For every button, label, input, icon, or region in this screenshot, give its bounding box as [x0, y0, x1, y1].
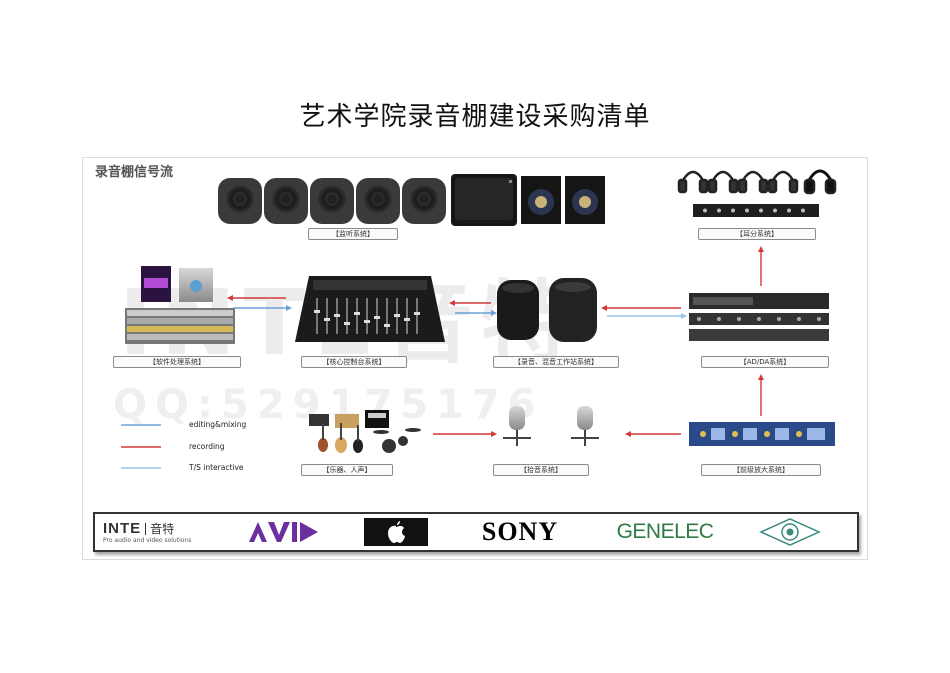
headphone-icon: [677, 170, 709, 194]
subwoofer-icon: [451, 174, 517, 226]
inte-logo-tagline: Pro audio and video solutions: [103, 537, 192, 544]
genelec-logo: GENELEC: [607, 514, 723, 550]
guitar-amp-icon: [309, 414, 329, 426]
equipment-illustrations: [121, 169, 837, 469]
mac-pro-icon: [497, 280, 539, 340]
caption-adda: 【AD/DA系统】: [701, 356, 829, 368]
diagram-title: 录音棚信号流: [95, 165, 174, 180]
genelec-logo-text: GENELEC: [616, 520, 714, 543]
guitar-icon: [318, 424, 328, 452]
sony-logo-text: SONY: [481, 517, 559, 546]
inte-logo-name: INTE: [103, 520, 142, 537]
brand-logo-bar: INTE 音特 Pro audio and video solutions SO…: [93, 512, 859, 552]
software-system-group: [125, 266, 235, 344]
microphones-group: [503, 406, 599, 446]
universal-audio-logo: [755, 514, 825, 550]
caption-console: 【核心控制台系统】: [301, 356, 407, 368]
speaker-icon: [310, 178, 354, 224]
headphones-group: [677, 169, 837, 195]
legend-lines: [121, 424, 161, 469]
software-box-icon: [179, 268, 213, 302]
guitar-icon: [353, 425, 363, 453]
speaker-icon: [402, 178, 446, 224]
caption-instruments: 【乐器、人声】: [301, 464, 393, 476]
guitar-amp-icon: [365, 410, 389, 428]
microphone-icon: [503, 406, 531, 446]
guitar-icon: [335, 423, 347, 453]
nearfield-monitor-icon: [521, 176, 561, 224]
software-box-icon: [141, 266, 171, 302]
instruments-group: [309, 410, 421, 453]
control-console-icon: [295, 276, 445, 342]
page-title: 艺术学院录音棚建设采购清单: [299, 102, 651, 132]
inte-logo-cn: 音特: [150, 522, 175, 536]
headphone-icon: [737, 170, 769, 194]
guitar-amp-icon: [335, 414, 359, 428]
caption-monitor: 【监听系统】: [308, 228, 398, 240]
headphone-icon: [767, 170, 799, 194]
mac-pro-icon: [549, 278, 597, 342]
avid-logo: [247, 514, 321, 550]
speaker-icon: [218, 178, 262, 224]
flow-arrows: [227, 246, 764, 437]
microphone-icon: [571, 406, 599, 446]
legend-label-editing: editing&mixing: [189, 420, 247, 429]
inte-logo: INTE 音特 Pro audio and video solutions: [103, 514, 233, 550]
drum-kit-icon: [373, 428, 421, 453]
adda-interface-icon: [689, 293, 829, 341]
headphone-icon: [707, 170, 739, 194]
outboard-rack-icon: [125, 308, 235, 344]
sony-logo: SONY: [465, 514, 575, 550]
caption-headphone: 【耳分系统】: [698, 228, 816, 240]
headphone-amp-icon: [693, 204, 819, 217]
caption-mics: 【拾音系统】: [493, 464, 589, 476]
legend-label-ts: T/S interactive: [189, 463, 244, 472]
speaker-icon: [264, 178, 308, 224]
speaker-icon: [356, 178, 400, 224]
caption-preamp: 【前级放大系统】: [701, 464, 821, 476]
nearfield-monitor-icon: [565, 176, 605, 224]
workstation-group: [497, 278, 597, 342]
headphone-icon: [803, 169, 837, 195]
monitor-speakers-group: [218, 174, 605, 226]
caption-workstation: 【录音、混音工作站系统】: [493, 356, 619, 368]
preamp-icon: [689, 422, 835, 446]
caption-software: 【软件处理系统】: [113, 356, 241, 368]
legend-label-recording: recording: [189, 442, 225, 451]
apple-logo: [363, 514, 429, 550]
